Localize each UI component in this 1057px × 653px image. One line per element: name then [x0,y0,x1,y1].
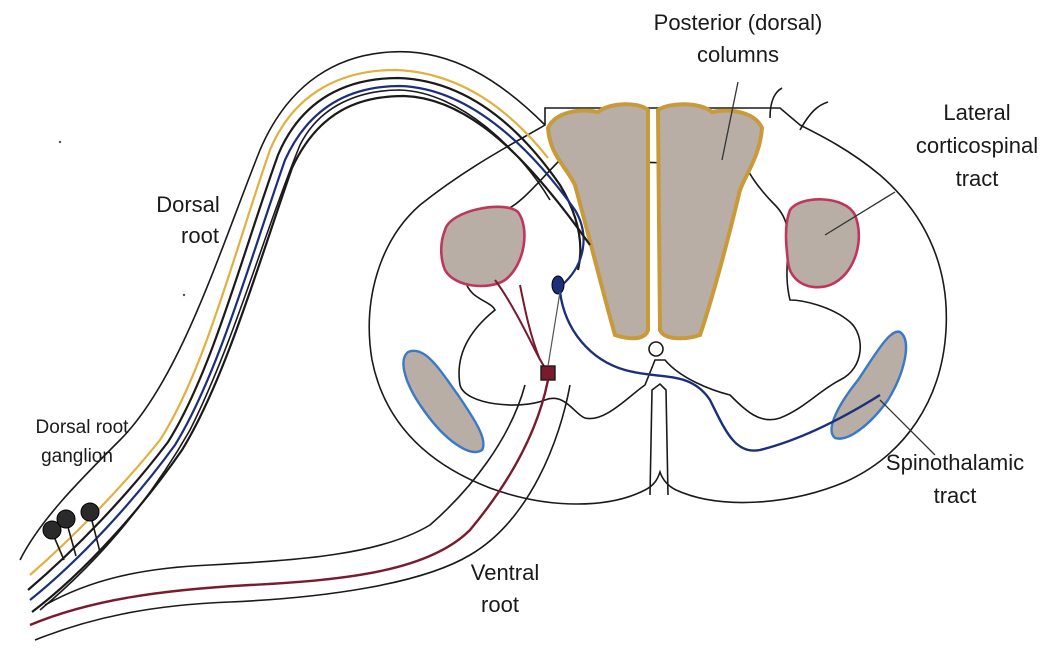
stray-dot-1 [59,141,61,143]
ganglion-cell-2 [57,510,75,528]
label-lateral-line1: Lateral [943,100,1010,125]
label-posterior-line2: columns [697,42,779,67]
label-lateral-line3: tract [956,166,999,191]
stray-dot-2 [183,294,185,296]
label-ventral-line2: root [481,592,519,617]
dorsal-notch-right [800,102,828,130]
ventral-horn-neuron [541,366,555,380]
dorsal-horn-neuron [552,276,564,294]
label-ganglion-line2: ganglion [41,446,113,467]
label-lateral-line2: corticospinal [916,133,1038,158]
central-canal [649,342,663,356]
label-ganglion-line1: Dorsal root [36,417,130,438]
label-spinothalamic-line1: Spinothalamic [886,450,1024,475]
label-dorsal-root-line2: root [181,223,219,248]
label-spinothalamic-line2: tract [934,483,977,508]
ganglion-cell-3 [81,503,99,521]
label-posterior-line1: Posterior (dorsal) [654,10,823,35]
label-ventral-line1: Ventral [471,560,540,585]
label-dorsal-root-line1: Dorsal [156,192,220,217]
corticospinal-tract-left [441,207,524,286]
